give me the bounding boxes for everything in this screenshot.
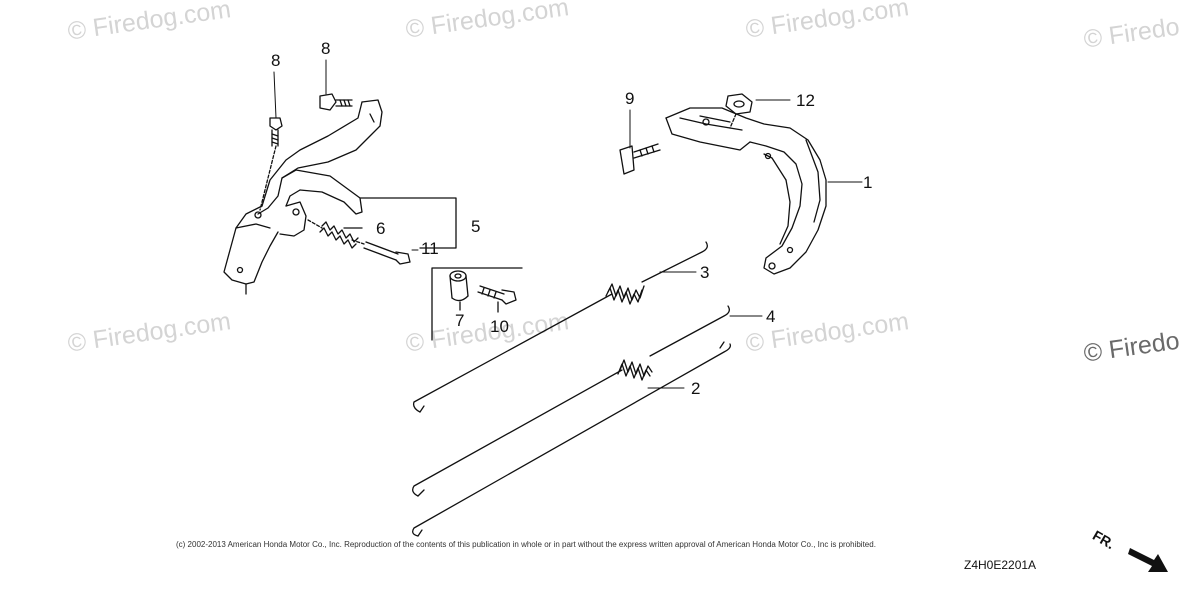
leader-lines <box>273 59 863 389</box>
bolt-9 <box>619 143 661 175</box>
collar-7 <box>449 270 469 311</box>
bolt-10 <box>477 285 517 313</box>
copyright-notice: (c) 2002-2013 American Honda Motor Co., … <box>176 540 876 549</box>
bolt-11 <box>351 239 411 265</box>
nut-12 <box>725 93 753 129</box>
rod-4 <box>412 341 732 537</box>
callout-6: 6 <box>376 219 386 238</box>
callout-3: 3 <box>700 263 710 282</box>
callout-1: 1 <box>863 173 873 192</box>
callout-4: 4 <box>766 307 776 326</box>
rod-3 <box>412 241 708 413</box>
bolt-8-top <box>319 93 353 111</box>
callout-2: 2 <box>691 379 701 398</box>
rod-2 <box>412 305 730 497</box>
callout-10: 10 <box>490 317 509 336</box>
bolt-8-left <box>259 117 283 211</box>
control-lever-bracket <box>223 99 383 295</box>
callout-7: 7 <box>455 311 465 330</box>
front-direction-arrow <box>1128 548 1168 572</box>
callout-5: 5 <box>471 217 481 236</box>
diagram-code: Z4H0E2201A <box>964 558 1037 572</box>
callout-12: 12 <box>796 91 815 110</box>
callout-9: 9 <box>625 89 635 108</box>
callout-8-left: 8 <box>271 51 281 70</box>
lever-bracket-1 <box>665 107 827 275</box>
callout-11: 11 <box>421 239 439 258</box>
callout-bracket-5 <box>359 197 457 249</box>
group-box-7-10 <box>431 267 523 341</box>
spring-6 <box>307 219 359 249</box>
callout-8-top: 8 <box>321 39 331 58</box>
